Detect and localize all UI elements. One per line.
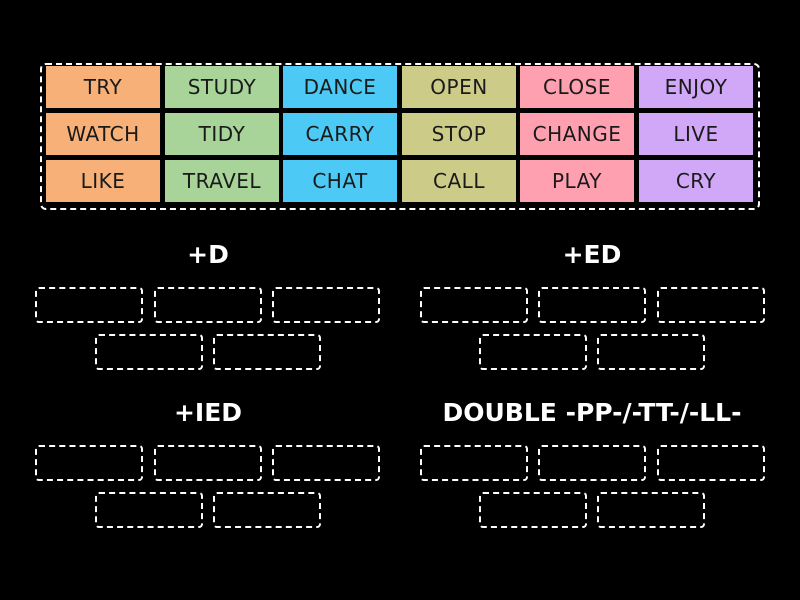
word-tile-stop[interactable]: STOP — [402, 113, 516, 155]
word-tile-carry[interactable]: CARRY — [283, 113, 397, 155]
word-tile-cry[interactable]: CRY — [639, 160, 753, 202]
word-tile-play[interactable]: PLAY — [520, 160, 634, 202]
word-tile-call[interactable]: CALL — [402, 160, 516, 202]
drop-slot[interactable] — [213, 334, 321, 370]
drop-slot[interactable] — [538, 445, 646, 481]
drop-slot[interactable] — [597, 492, 705, 528]
drop-slot[interactable] — [272, 287, 380, 323]
word-tile-open[interactable]: OPEN — [402, 66, 516, 108]
word-tile-try[interactable]: TRY — [46, 66, 160, 108]
drop-slot[interactable] — [35, 287, 143, 323]
group-title: +IED — [173, 398, 243, 427]
drop-slot[interactable] — [657, 287, 765, 323]
drop-slot[interactable] — [479, 334, 587, 370]
word-tile-dance[interactable]: DANCE — [283, 66, 397, 108]
group-title: +ED — [562, 240, 622, 269]
word-tile-study[interactable]: STUDY — [165, 66, 279, 108]
drop-slot[interactable] — [420, 287, 528, 323]
drop-slot[interactable] — [213, 492, 321, 528]
drop-slot[interactable] — [479, 492, 587, 528]
word-tile-travel[interactable]: TRAVEL — [165, 160, 279, 202]
drop-slot[interactable] — [420, 445, 528, 481]
drop-slot[interactable] — [538, 287, 646, 323]
word-tile-like[interactable]: LIKE — [46, 160, 160, 202]
drop-slot[interactable] — [95, 334, 203, 370]
word-tile-chat[interactable]: CHAT — [283, 160, 397, 202]
drop-slot[interactable] — [657, 445, 765, 481]
drop-slot[interactable] — [154, 445, 262, 481]
word-tile-close[interactable]: CLOSE — [520, 66, 634, 108]
word-tile-enjoy[interactable]: ENJOY — [639, 66, 753, 108]
group-title: +D — [187, 240, 229, 269]
word-tile-live[interactable]: LIVE — [639, 113, 753, 155]
word-tile-change[interactable]: CHANGE — [520, 113, 634, 155]
drop-slot[interactable] — [597, 334, 705, 370]
word-bank — [40, 63, 760, 210]
group-title: DOUBLE -PP-/-TT-/-LL- — [442, 398, 742, 427]
word-tile-watch[interactable]: WATCH — [46, 113, 160, 155]
drop-slot[interactable] — [154, 287, 262, 323]
drop-slot[interactable] — [272, 445, 380, 481]
drop-slot[interactable] — [95, 492, 203, 528]
word-tile-tidy[interactable]: TIDY — [165, 113, 279, 155]
drop-slot[interactable] — [35, 445, 143, 481]
